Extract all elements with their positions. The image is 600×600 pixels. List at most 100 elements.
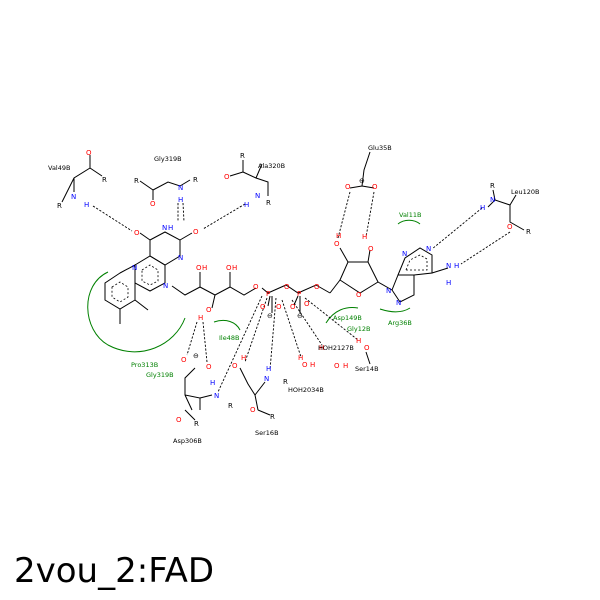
- ala320-r2: R: [266, 199, 271, 207]
- asp306-backbone: [184, 367, 213, 421]
- label-leu120b: Leu120B: [511, 188, 540, 196]
- atom-p1-charge: ⊖: [267, 312, 273, 320]
- ring-ribose: [339, 261, 379, 294]
- atom-n3: N: [162, 224, 167, 232]
- hydrophobic-arc-asp149-gly12: [325, 307, 359, 324]
- diagram-title: 2vou_2:FAD: [14, 551, 215, 591]
- gly319-r2: R: [193, 176, 198, 184]
- atom-o2prime: O: [196, 264, 202, 272]
- atom-o2: O: [193, 228, 199, 236]
- label-gly319b-hydrophobic: Gly319B: [146, 371, 174, 379]
- ring-pyrimidine: [149, 231, 181, 266]
- atom-o4: O: [134, 229, 140, 237]
- residue-bonds: [61, 151, 525, 421]
- ser16-h: H: [266, 365, 271, 373]
- asp306-h: H: [210, 379, 215, 387]
- ala320-r: R: [240, 152, 245, 160]
- asp306-n: N: [214, 392, 219, 400]
- atom-o4prime: O: [226, 264, 232, 272]
- label-pro313b: Pro313B: [131, 361, 158, 369]
- atom-o3-ribose: O: [368, 245, 374, 253]
- hbond-glu35-o2prime: [337, 191, 351, 239]
- leu120-h: H: [480, 204, 485, 212]
- atom-n9: N: [386, 287, 391, 295]
- hoh2127-h1: H: [319, 344, 324, 352]
- atom-n5: N: [132, 264, 137, 272]
- hbond-p1-hoh2034: [281, 299, 302, 358]
- hydrophobic-arc-ile48: [213, 319, 241, 331]
- ser16-hg: H: [241, 354, 246, 362]
- hoh2034-o: O: [302, 361, 308, 369]
- atom-n10: N: [163, 282, 168, 290]
- hydrogen-bonds: [92, 191, 511, 393]
- residue-labels: Val49B Gly319B Ala320B Glu35B Leu120B Va…: [48, 144, 540, 445]
- ring-pyrazine: [134, 255, 166, 292]
- ser16-og: O: [232, 362, 238, 370]
- val49-r2: R: [57, 202, 62, 210]
- gly319-backbone: [139, 179, 191, 200]
- hoh2034-h2: H: [310, 361, 315, 369]
- atom-p2-charge: ⊖: [297, 312, 303, 320]
- atom-h2prime: H: [202, 264, 207, 272]
- atom-p2-o: O: [290, 303, 296, 311]
- gly319-o: O: [150, 200, 156, 208]
- atom-p1-o2: O: [276, 303, 282, 311]
- ring-imidazole: [391, 274, 415, 303]
- hbond-p1-ser16n: [269, 297, 277, 371]
- atom-o5-ribose: O: [314, 283, 320, 291]
- leu120-o: O: [507, 223, 513, 231]
- glu35-o2: O: [372, 183, 378, 191]
- label-ser14b: Ser14B: [355, 365, 379, 373]
- bond-ribose-o2: [339, 247, 349, 263]
- asp306-o: O: [176, 416, 182, 424]
- bond-c6-n6: [431, 267, 449, 274]
- hydrophobic-contacts: [87, 219, 421, 353]
- atom-h6: H: [446, 279, 451, 287]
- glu35-charge: ⊖: [359, 177, 365, 185]
- hydrophobic-arc-val11: [397, 219, 421, 225]
- ala320-h: H: [244, 201, 249, 209]
- ring-benzene: [104, 264, 136, 310]
- bond-c2-o2: [179, 232, 193, 241]
- label-ala320b: Ala320B: [258, 162, 285, 170]
- bond-ribose-c5: [329, 279, 341, 294]
- bond-p1-o: [267, 295, 271, 307]
- leu120-r: R: [490, 182, 495, 190]
- hbond-ala320-o2: [202, 203, 246, 230]
- label-ile48b: Ile48B: [219, 334, 239, 342]
- atom-h6b: H: [454, 262, 459, 270]
- val49-n: N: [71, 193, 76, 201]
- atom-n7: N: [396, 299, 401, 307]
- bond-c4-o4: [139, 232, 151, 241]
- hydrophobic-arc-pro313-gly319: [87, 271, 186, 353]
- ala320-o: O: [224, 173, 230, 181]
- atom-h3: H: [168, 224, 173, 232]
- hbond-p2-hoh2127: [291, 299, 323, 346]
- label-gly12b: Gly12B: [347, 325, 370, 333]
- asp306-charge: ⊖: [193, 352, 199, 360]
- label-asp149b: Asp149B: [333, 314, 362, 322]
- atom-n1: N: [178, 254, 183, 262]
- ring-pyrimidine-adenine: [397, 247, 433, 276]
- val49-o: O: [86, 149, 92, 157]
- atom-p1-o: O: [260, 303, 266, 311]
- chain-ribityl: [171, 285, 257, 296]
- asp306-od1: O: [181, 356, 187, 364]
- bond-ribose-n9: [377, 281, 393, 291]
- label-val11b: Val11B: [399, 211, 421, 219]
- bond-methyl-8: [134, 299, 149, 311]
- asp306-r: R: [228, 402, 233, 410]
- atom-h3prime: H: [198, 314, 203, 322]
- atom-h2-ribose: H: [336, 232, 341, 240]
- glu35-sidechain: [349, 151, 375, 189]
- ser14-h: H: [356, 337, 361, 345]
- label-ser16b: Ser16B: [255, 429, 279, 437]
- atom-n1-adenine: N: [426, 245, 431, 253]
- chain-diphosphate: [261, 284, 331, 294]
- atom-o2-ribose: O: [334, 240, 340, 248]
- leu120-r2: R: [526, 228, 531, 236]
- atom-o3prime: O: [206, 306, 212, 314]
- atom-o-bridge: O: [284, 283, 290, 291]
- gly319-r: R: [134, 177, 139, 185]
